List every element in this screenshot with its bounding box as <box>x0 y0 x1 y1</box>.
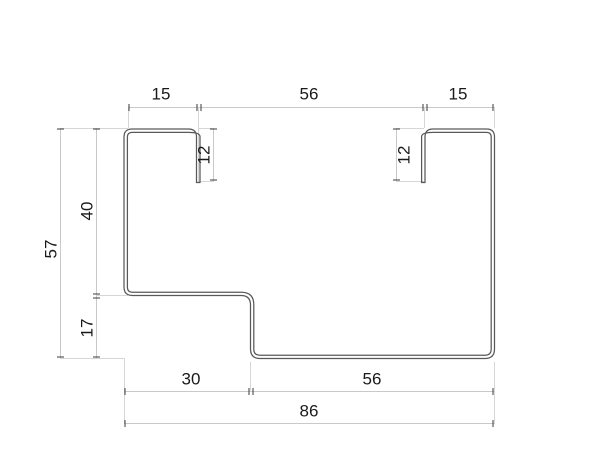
dim-label-left-40: 40 <box>77 202 96 221</box>
profile-inner-contour <box>126 131 492 356</box>
dim-label-lip-left-12: 12 <box>194 146 213 165</box>
dimension-lines <box>59 106 494 425</box>
dim-label-top-left-15: 15 <box>152 84 171 103</box>
extension-lines <box>60 107 495 424</box>
dim-label-bottom-30: 30 <box>182 369 201 388</box>
dim-label-left-57: 57 <box>41 240 60 259</box>
dim-label-top-right-15: 15 <box>449 84 468 103</box>
section-profile <box>123 128 496 360</box>
dim-label-bottom-56: 56 <box>363 369 382 388</box>
dim-label-left-17: 17 <box>77 319 96 338</box>
dim-label-bottom-86: 86 <box>300 401 319 420</box>
dim-label-lip-right-12: 12 <box>394 146 413 165</box>
profile-outer-contour <box>123 128 496 360</box>
dimension-ticks <box>57 104 494 427</box>
dimension-labels: 15 56 15 30 56 86 57 40 17 12 12 <box>41 84 467 420</box>
dim-label-top-mid-56: 56 <box>300 84 319 103</box>
